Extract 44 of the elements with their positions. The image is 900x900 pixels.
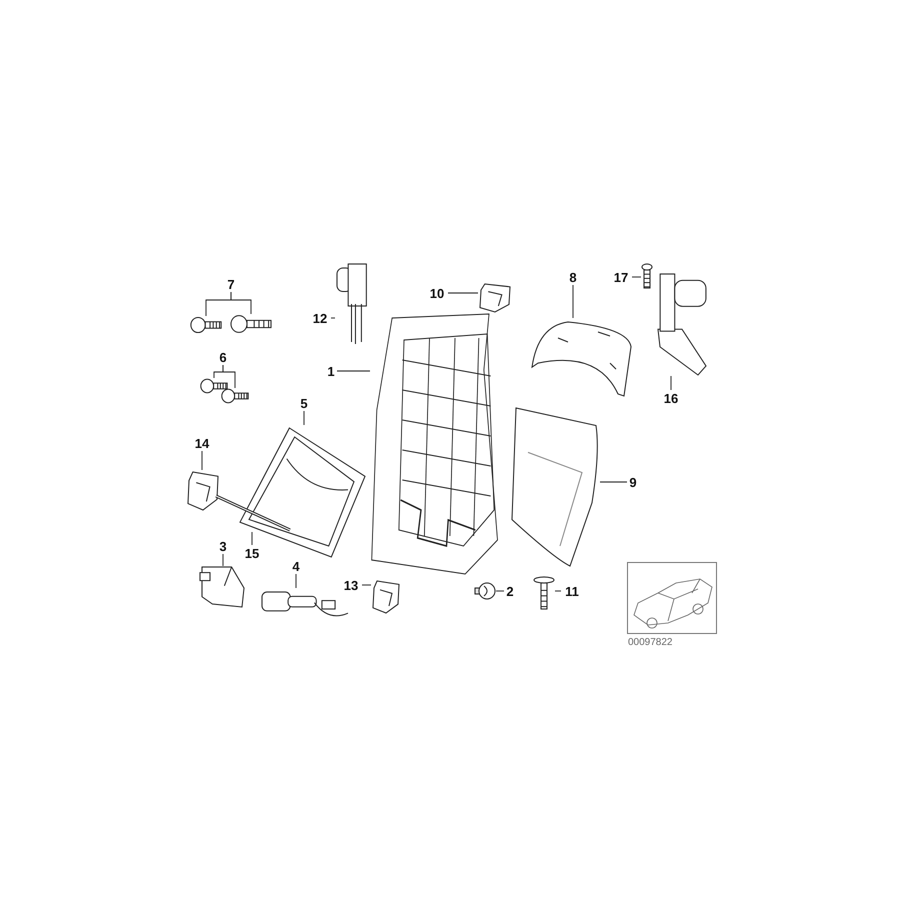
callout-number: 12 — [309, 310, 331, 326]
callout-number: 7 — [224, 276, 238, 292]
leader-line — [362, 584, 372, 586]
bolt-drawing — [200, 378, 228, 394]
leader-line — [230, 292, 252, 314]
callout-number: 3 — [217, 538, 229, 554]
callout-number: 14 — [191, 435, 213, 451]
callout-number: 5 — [298, 395, 310, 411]
callout-number: 1 — [325, 363, 337, 379]
callout-number: 11 — [561, 583, 583, 599]
push-button-drawing — [474, 580, 496, 602]
leader-line — [632, 276, 642, 278]
drawing-number: 00097822 — [628, 638, 672, 648]
callout-number: 2 — [504, 583, 516, 599]
leader-line — [554, 590, 562, 592]
leader-line — [222, 364, 236, 388]
callout-number: 8 — [567, 269, 579, 285]
bolt-drawing — [230, 314, 272, 334]
motor-drawing — [335, 262, 368, 346]
callout-number: 15 — [241, 545, 263, 561]
back-panel-drawing — [237, 425, 368, 560]
module-drawing — [198, 566, 246, 610]
clip-drawing — [186, 470, 220, 512]
callout-number: 16 — [660, 390, 682, 406]
leader-line — [572, 284, 574, 318]
bolt-drawing — [190, 316, 222, 334]
leader-line — [670, 376, 672, 390]
leader-line — [336, 370, 370, 372]
screw-drawing — [533, 576, 555, 612]
clip-drawing — [371, 579, 401, 615]
callout-number: 6 — [217, 349, 229, 365]
leader-line — [496, 590, 504, 592]
clip-drawing — [478, 282, 512, 314]
callout-number: 17 — [610, 269, 632, 285]
callout-number: 13 — [340, 577, 362, 593]
rod-drawing — [214, 494, 292, 532]
screw-drawing — [641, 263, 653, 291]
motor-bracket-drawing — [656, 272, 708, 376]
callout-number: 10 — [426, 285, 448, 301]
bolt-drawing — [221, 388, 249, 404]
callout-number: 9 — [627, 474, 639, 490]
leader-line — [448, 292, 478, 294]
callout-number: 4 — [290, 558, 302, 574]
leader-line — [222, 554, 224, 566]
